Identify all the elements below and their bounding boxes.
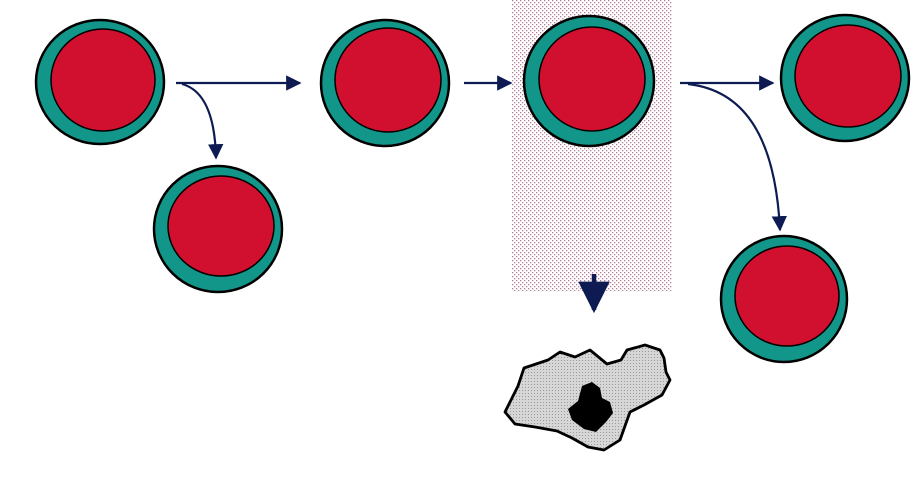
- cell-3: [319, 18, 451, 148]
- arrow-1-to-2: [181, 82, 224, 160]
- cell-core: [334, 27, 442, 133]
- cell-core: [734, 245, 840, 347]
- cell-core: [167, 175, 275, 277]
- arrow-4-to-6: [687, 82, 787, 232]
- cell-core: [794, 24, 902, 128]
- apoptotic-debris: [503, 343, 672, 452]
- cell-core: [50, 28, 156, 132]
- cell-5: [779, 13, 911, 143]
- cell-core: [538, 26, 646, 132]
- arrows: [176, 75, 787, 314]
- cell-6: [719, 234, 849, 364]
- debris-nucleus: [568, 382, 613, 432]
- cell-2: [152, 164, 284, 294]
- cell-1: [34, 18, 166, 146]
- cell-4: [522, 14, 656, 148]
